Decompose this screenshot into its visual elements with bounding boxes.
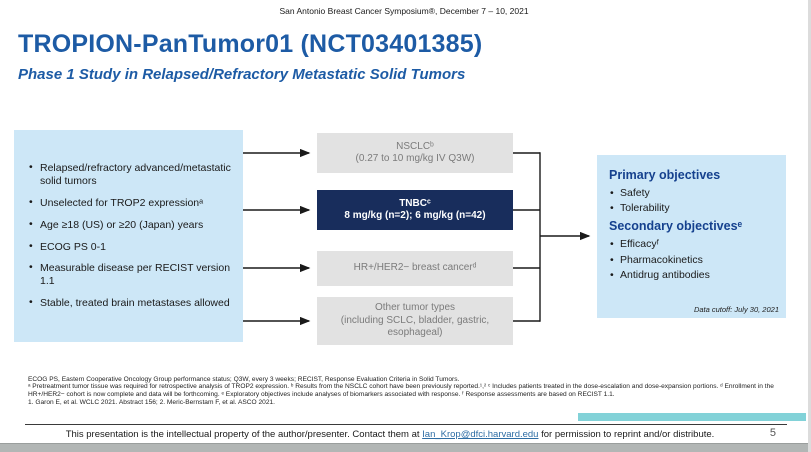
list-item: ECOG PS 0-1 — [28, 240, 233, 254]
eligibility-criteria-box: Relapsed/refractory advanced/metastatic … — [14, 130, 243, 342]
objectives-box: Primary objectives SafetyTolerability Se… — [597, 155, 786, 318]
abbreviations-footnote: ECOG PS, Eastern Cooperative Oncology Gr… — [28, 376, 460, 383]
notes-footnote: ᵃ Pretreatment tumor tissue was required… — [28, 383, 774, 398]
list-item: Safety — [609, 186, 774, 201]
cohort-title: TNBCᶜ — [399, 197, 431, 209]
cohort-box-nsclc: NSCLCᵇ (0.27 to 10 mg/kg IV Q3W) — [317, 133, 513, 173]
primary-objectives-heading: Primary objectives — [609, 168, 721, 182]
footer-text-after: for permission to reprint and/or distrib… — [538, 429, 715, 440]
data-cutoff-note: Data cutoff: July 30, 2021 — [693, 305, 779, 314]
contact-email-link[interactable]: Ian_Krop@dfci.harvard.edu — [422, 429, 539, 440]
references-footnote: 1. Garon E, et al. WCLC 2021. Abstract 1… — [28, 398, 276, 406]
cohort-box-hr-her2: HR+/HER2− breast cancerᵈ — [317, 251, 513, 286]
page-number: 5 — [769, 427, 776, 439]
cohort-box-tnbc: TNBCᶜ 8 mg/kg (n=2); 6 mg/kg (n=42) — [317, 190, 513, 230]
cohort-title: HR+/HER2− breast cancerᵈ — [353, 262, 477, 274]
cohort-detail: (including SCLC, bladder, gastric, esoph… — [340, 314, 490, 339]
footnotes-block: ECOG PS, Eastern Cooperative Oncology Gr… — [28, 376, 786, 406]
secondary-objectives-list: EfficacyᶠPharmacokineticsAntidrug antibo… — [609, 237, 774, 283]
list-item: Tolerability — [609, 201, 774, 216]
cohort-box-other-tumors: Other tumor types (including SCLC, bladd… — [317, 297, 513, 345]
list-item: Measurable disease per RECIST version 1.… — [28, 261, 233, 288]
footer-divider — [25, 424, 787, 425]
list-item: Relapsed/refractory advanced/metastatic … — [28, 161, 233, 188]
cohort-title: Other tumor types — [374, 302, 456, 314]
list-item: Age ≥18 (US) or ≥20 (Japan) years — [28, 218, 233, 232]
list-item: Stable, treated brain metastases allowed — [28, 296, 233, 310]
list-item: Pharmacokinetics — [609, 253, 774, 268]
player-chrome-strip — [0, 443, 808, 452]
progress-highlight-bar — [578, 413, 806, 421]
conference-header: San Antonio Breast Cancer Symposium®, De… — [279, 6, 529, 16]
footer-copyright: This presentation is the intellectual pr… — [0, 429, 780, 440]
cohort-detail: (0.27 to 10 mg/kg IV Q3W) — [355, 153, 475, 164]
list-item: Unselected for TROP2 expressionᵃ — [28, 196, 233, 210]
primary-objectives-list: SafetyTolerability — [609, 186, 774, 217]
footer-text-before: This presentation is the intellectual pr… — [65, 429, 423, 440]
slide-subtitle: Phase 1 Study in Relapsed/Refractory Met… — [18, 66, 466, 83]
slide-title: TROPION-PanTumor01 (NCT03401385) — [18, 30, 483, 58]
list-item: Efficacyᶠ — [609, 237, 774, 252]
cohort-detail: 8 mg/kg (n=2); 6 mg/kg (n=42) — [344, 210, 486, 221]
list-item: Antidrug antibodies — [609, 268, 774, 283]
cohort-title: NSCLCᵇ — [396, 140, 434, 152]
secondary-objectives-heading: Secondary objectivesᵉ — [609, 219, 743, 234]
